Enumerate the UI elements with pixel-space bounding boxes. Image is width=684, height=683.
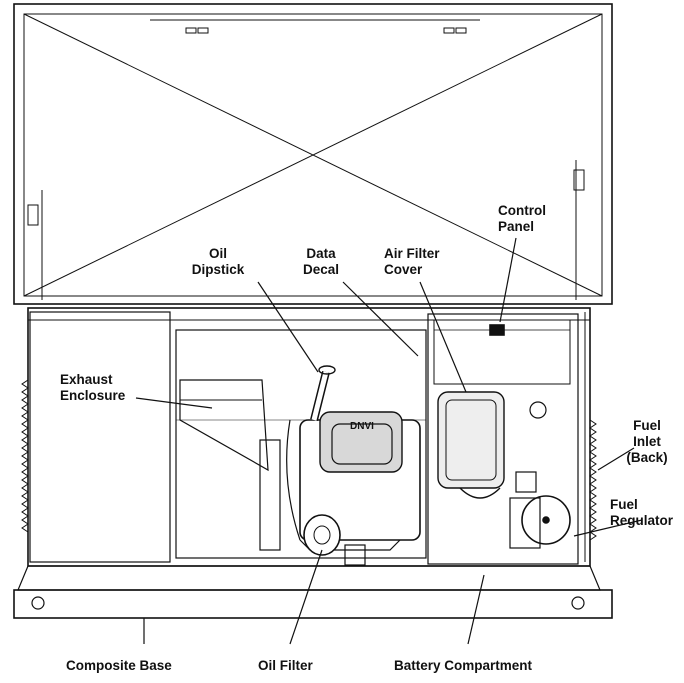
oil-dipstick-tube: [310, 365, 336, 421]
oil-filter: [303, 514, 341, 556]
label-oil-filter: Oil Filter: [258, 658, 313, 673]
fuel-regulator-assembly: [509, 471, 571, 549]
label-fuel-regulator: Fuel Regulator: [610, 497, 674, 528]
label-composite-base: Composite Base: [66, 658, 172, 673]
leader-lines: [135, 237, 643, 645]
label-exhaust-enclosure: Exhaust Enclosure: [60, 372, 126, 403]
enclosure-lid: [13, 3, 613, 305]
label-control-panel: Control Panel: [498, 203, 546, 234]
label-data-decal: Data Decal: [302, 246, 340, 277]
engine-badge: DNVI: [350, 421, 374, 432]
label-air-filter-cover: Air Filter Cover: [384, 246, 440, 277]
label-oil-dipstick: Oil Dipstick: [191, 246, 245, 277]
label-battery-compartment: Battery Compartment: [394, 658, 533, 673]
engine: [259, 411, 421, 566]
control-compartment: [427, 313, 579, 565]
label-fuel-inlet: Fuel Inlet (Back): [626, 418, 668, 465]
composite-base-shape: [13, 565, 613, 619]
